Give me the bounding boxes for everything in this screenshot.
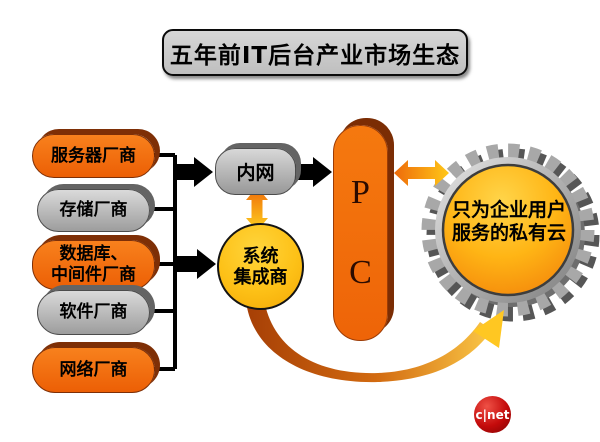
intranet-label: 内网 <box>236 162 275 184</box>
double-arrow-intranet-integrator <box>246 187 268 231</box>
private-cloud-label: 只为企业用户 服务的私有云 <box>436 199 582 245</box>
cnet-logo-text: c|net <box>475 407 510 422</box>
vendor-software-label: 软件厂商 <box>59 302 128 322</box>
arrow-to-intranet <box>177 157 213 187</box>
pc-node: P C <box>333 125 388 341</box>
private-cloud-circle <box>441 163 575 297</box>
vendor-database-middleware: 数据库、 中间件厂商 <box>32 240 155 290</box>
vendor-software: 软件厂商 <box>37 290 150 335</box>
gear-icon <box>421 143 600 322</box>
swoosh-arrowhead <box>473 310 504 348</box>
vendor-server: 服务器厂商 <box>32 134 155 178</box>
vendor-network-label: 网络厂商 <box>59 359 128 380</box>
vendor-storage-label: 存储厂商 <box>59 200 128 220</box>
cnet-logo: c|net <box>474 396 511 433</box>
arrow-intranet-to-pc <box>294 157 332 187</box>
vendor-storage: 存储厂商 <box>37 189 150 232</box>
arrow-to-integrator <box>177 249 216 279</box>
double-arrow-pc-cloud <box>394 160 449 186</box>
vendor-bracket-lines <box>152 153 177 371</box>
intranet-node: 内网 <box>215 148 296 195</box>
pc-letter-p: P <box>351 174 370 211</box>
vendor-server-label: 服务器厂商 <box>51 145 136 166</box>
pc-letter-c: C <box>349 254 372 291</box>
vendor-network: 网络厂商 <box>32 347 155 393</box>
vendor-database-label-line2: 中间件厂商 <box>51 265 136 285</box>
private-cloud-label-line1: 只为企业用户 <box>451 199 566 221</box>
diagram-title: 五年前IT后台产业市场生态 <box>162 29 468 76</box>
swoosh-arrow <box>246 299 492 383</box>
private-cloud-label-line2: 服务的私有云 <box>451 222 566 244</box>
vendor-database-label-line1: 数据库、 <box>59 244 128 264</box>
integrator-label-line2: 集成商 <box>233 266 288 288</box>
integrator-label-line1: 系统 <box>242 245 279 267</box>
system-integrator-node: 系统 集成商 <box>217 223 304 310</box>
